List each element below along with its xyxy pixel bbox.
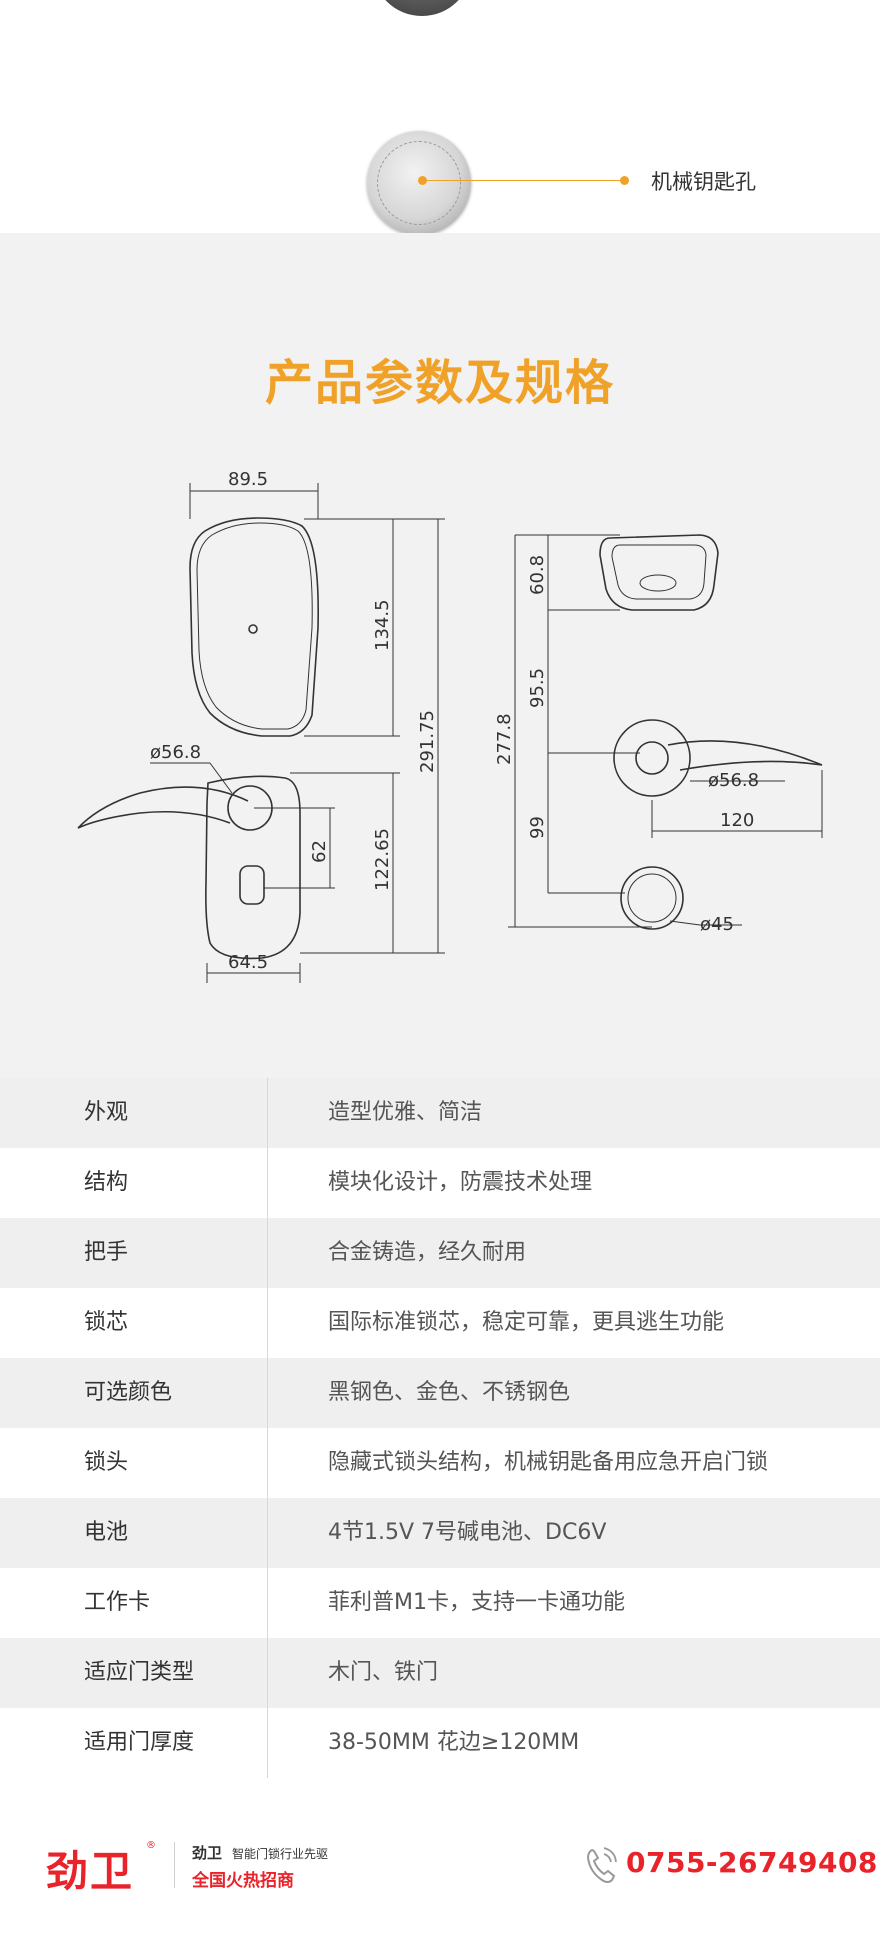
front-key-slot (239, 865, 265, 905)
dimension-drawing: 89.5 134.5 291.75 ø56.8 62 122.65 64.5 6… (77, 469, 823, 983)
brand-recruitment: 全国火热招商 (192, 1871, 294, 1891)
dim-width-top: 89.5 (228, 469, 268, 490)
row-value: 合金铸造，经久耐用 (328, 1240, 527, 1265)
dim-side-low: 99 (527, 816, 548, 839)
keyhole-callout-label: 机械钥匙孔 (651, 170, 756, 194)
table-row: 可选颜色 黑钢色、金色、不锈钢色 (0, 1358, 880, 1428)
row-value: 菲利普M1卡，支持一卡通功能 (328, 1590, 625, 1615)
row-value: 造型优雅、简洁 (328, 1100, 483, 1125)
dim-height-upper: 134.5 (372, 599, 393, 651)
dim-side-total: 277.8 (494, 713, 515, 765)
side-handle-rose (613, 719, 691, 797)
side-handle-rose-inner (635, 741, 669, 775)
table-row: 结构 模块化设计，防震技术处理 (0, 1148, 880, 1218)
front-upper-panel (189, 517, 319, 737)
table-row: 适用门厚度 38-50MM 花边≥120MM (0, 1708, 880, 1778)
row-value: 38-50MM 花边≥120MM (328, 1730, 580, 1755)
table-row: 外观 造型优雅、简洁 (0, 1078, 880, 1148)
side-handle-lever (667, 740, 823, 771)
row-label: 锁芯 (84, 1310, 129, 1335)
dim-handle-to-key: 62 (309, 840, 330, 863)
row-value: 4节1.5V 7号碱电池、DC6V (328, 1520, 607, 1545)
row-value: 模块化设计，防震技术处理 (328, 1170, 593, 1195)
table-row: 工作卡 菲利普M1卡，支持一卡通功能 (0, 1568, 880, 1638)
dim-handle-dia-left: ø56.8 (150, 742, 201, 763)
table-row: 适应门类型 木门、铁门 (0, 1638, 880, 1708)
callout-line (422, 180, 626, 181)
dim-side-top: 60.8 (527, 555, 548, 595)
phone-icon (586, 1847, 617, 1883)
front-handle (77, 786, 249, 829)
table-row: 锁头 隐藏式锁头结构，机械钥匙备用应急开启门锁 (0, 1428, 880, 1498)
table-row: 把手 合金铸造，经久耐用 (0, 1218, 880, 1288)
row-label: 适应门类型 (84, 1660, 195, 1685)
product-partial-image (372, 0, 472, 16)
side-knob-inner (627, 873, 677, 923)
row-label: 适用门厚度 (84, 1730, 195, 1755)
brand-separator (174, 1842, 175, 1888)
callout-dot-left (418, 176, 427, 185)
row-value: 木门、铁门 (328, 1660, 439, 1685)
footer: 劲卫 ® 劲卫 智能门锁行业先驱 全国火热招商 0755-26749408 (0, 1778, 880, 1950)
side-knob (620, 866, 684, 930)
front-lower-panel (205, 775, 301, 960)
front-upper-panel-inner (196, 522, 313, 730)
dim-width-bottom: 64.5 (228, 952, 268, 973)
keyhole-ring (377, 141, 461, 225)
row-value: 隐藏式锁头结构，机械钥匙备用应急开启门锁 (328, 1450, 769, 1475)
spec-table: 外观 造型优雅、简洁 结构 模块化设计，防震技术处理 把手 合金铸造，经久耐用 锁芯 国… (0, 1078, 880, 1778)
dim-height-total: 291.75 (417, 710, 438, 773)
front-sensor-dot (248, 624, 258, 634)
phone-number[interactable]: 0755-26749408 (626, 1846, 878, 1879)
dim-handle-dia-right: ø56.8 (708, 770, 759, 791)
row-label: 工作卡 (84, 1590, 151, 1615)
row-value: 黑钢色、金色、不锈钢色 (328, 1380, 571, 1405)
row-label: 把手 (84, 1240, 129, 1265)
registered-mark: ® (146, 1840, 156, 1851)
brand-name: 劲卫 (192, 1844, 223, 1862)
brand-logo: 劲卫 (46, 1847, 135, 1896)
spec-title: 产品参数及规格 (264, 355, 615, 411)
table-row: 电池 4节1.5V 7号碱电池、DC6V (0, 1498, 880, 1568)
row-label: 锁头 (84, 1450, 129, 1475)
nfc-icon (639, 574, 677, 592)
table-row: 锁芯 国际标准锁芯，稳定可靠，更具逃生功能 (0, 1288, 880, 1358)
spec-section: 产品参数及规格 (0, 233, 880, 1078)
side-reader-inner (611, 544, 707, 600)
dim-side-mid: 95.5 (527, 668, 548, 708)
dim-lower-height: 122.65 (372, 828, 393, 891)
dim-handle-length: 120 (720, 810, 754, 831)
side-reader-head (599, 534, 719, 611)
table-column-divider (267, 1078, 268, 1778)
row-label: 结构 (84, 1170, 129, 1195)
callout-dot-right (620, 176, 629, 185)
dim-knob-dia: ø45 (700, 914, 734, 935)
top-section: 机械钥匙孔 (0, 0, 880, 235)
row-label: 外观 (84, 1100, 129, 1125)
row-label: 可选颜色 (84, 1380, 173, 1405)
row-value: 国际标准锁芯，稳定可靠，更具逃生功能 (328, 1310, 725, 1335)
row-label: 电池 (84, 1520, 129, 1545)
brand-slogan: 智能门锁行业先驱 (232, 1847, 329, 1861)
